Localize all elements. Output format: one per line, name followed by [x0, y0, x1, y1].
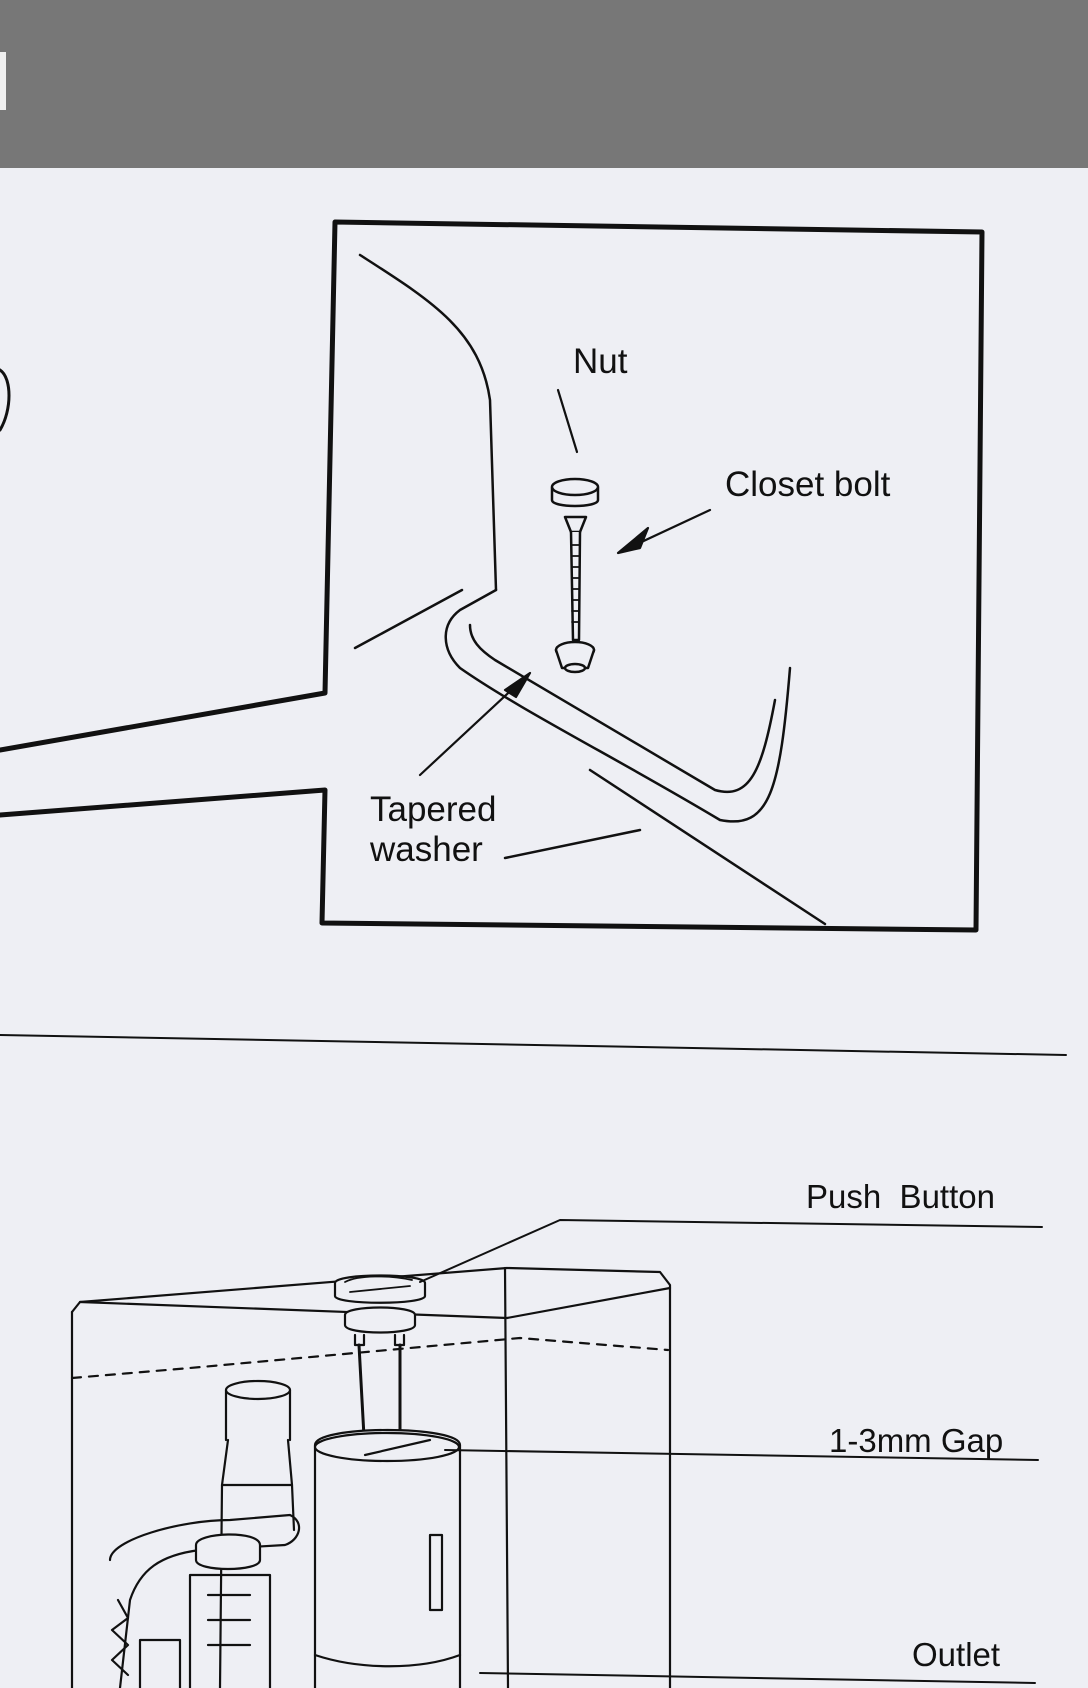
tapered-washer-icon — [554, 640, 596, 674]
tank-edge-lines — [353, 253, 827, 926]
tapered-washer-label: Tapered washer — [370, 790, 497, 870]
gap-label: 1-3mm Gap — [829, 1422, 1004, 1459]
outlet-label: Outlet — [912, 1636, 1001, 1673]
leader-lines — [418, 388, 712, 777]
nut-label: Nut — [573, 342, 628, 381]
section-divider — [0, 1034, 1067, 1056]
callout-leaders — [419, 1219, 1043, 1684]
header-bar — [0, 0, 1088, 168]
nut-icon — [550, 477, 600, 508]
push-button-label: Push Button — [806, 1178, 995, 1215]
cistern-illustration — [70, 1266, 672, 1688]
closeup-callout — [0, 219, 985, 933]
header-tab-marker — [0, 52, 6, 110]
closet-bolt-label: Closet bolt — [725, 465, 891, 504]
closet-bolt-icon — [563, 515, 588, 642]
